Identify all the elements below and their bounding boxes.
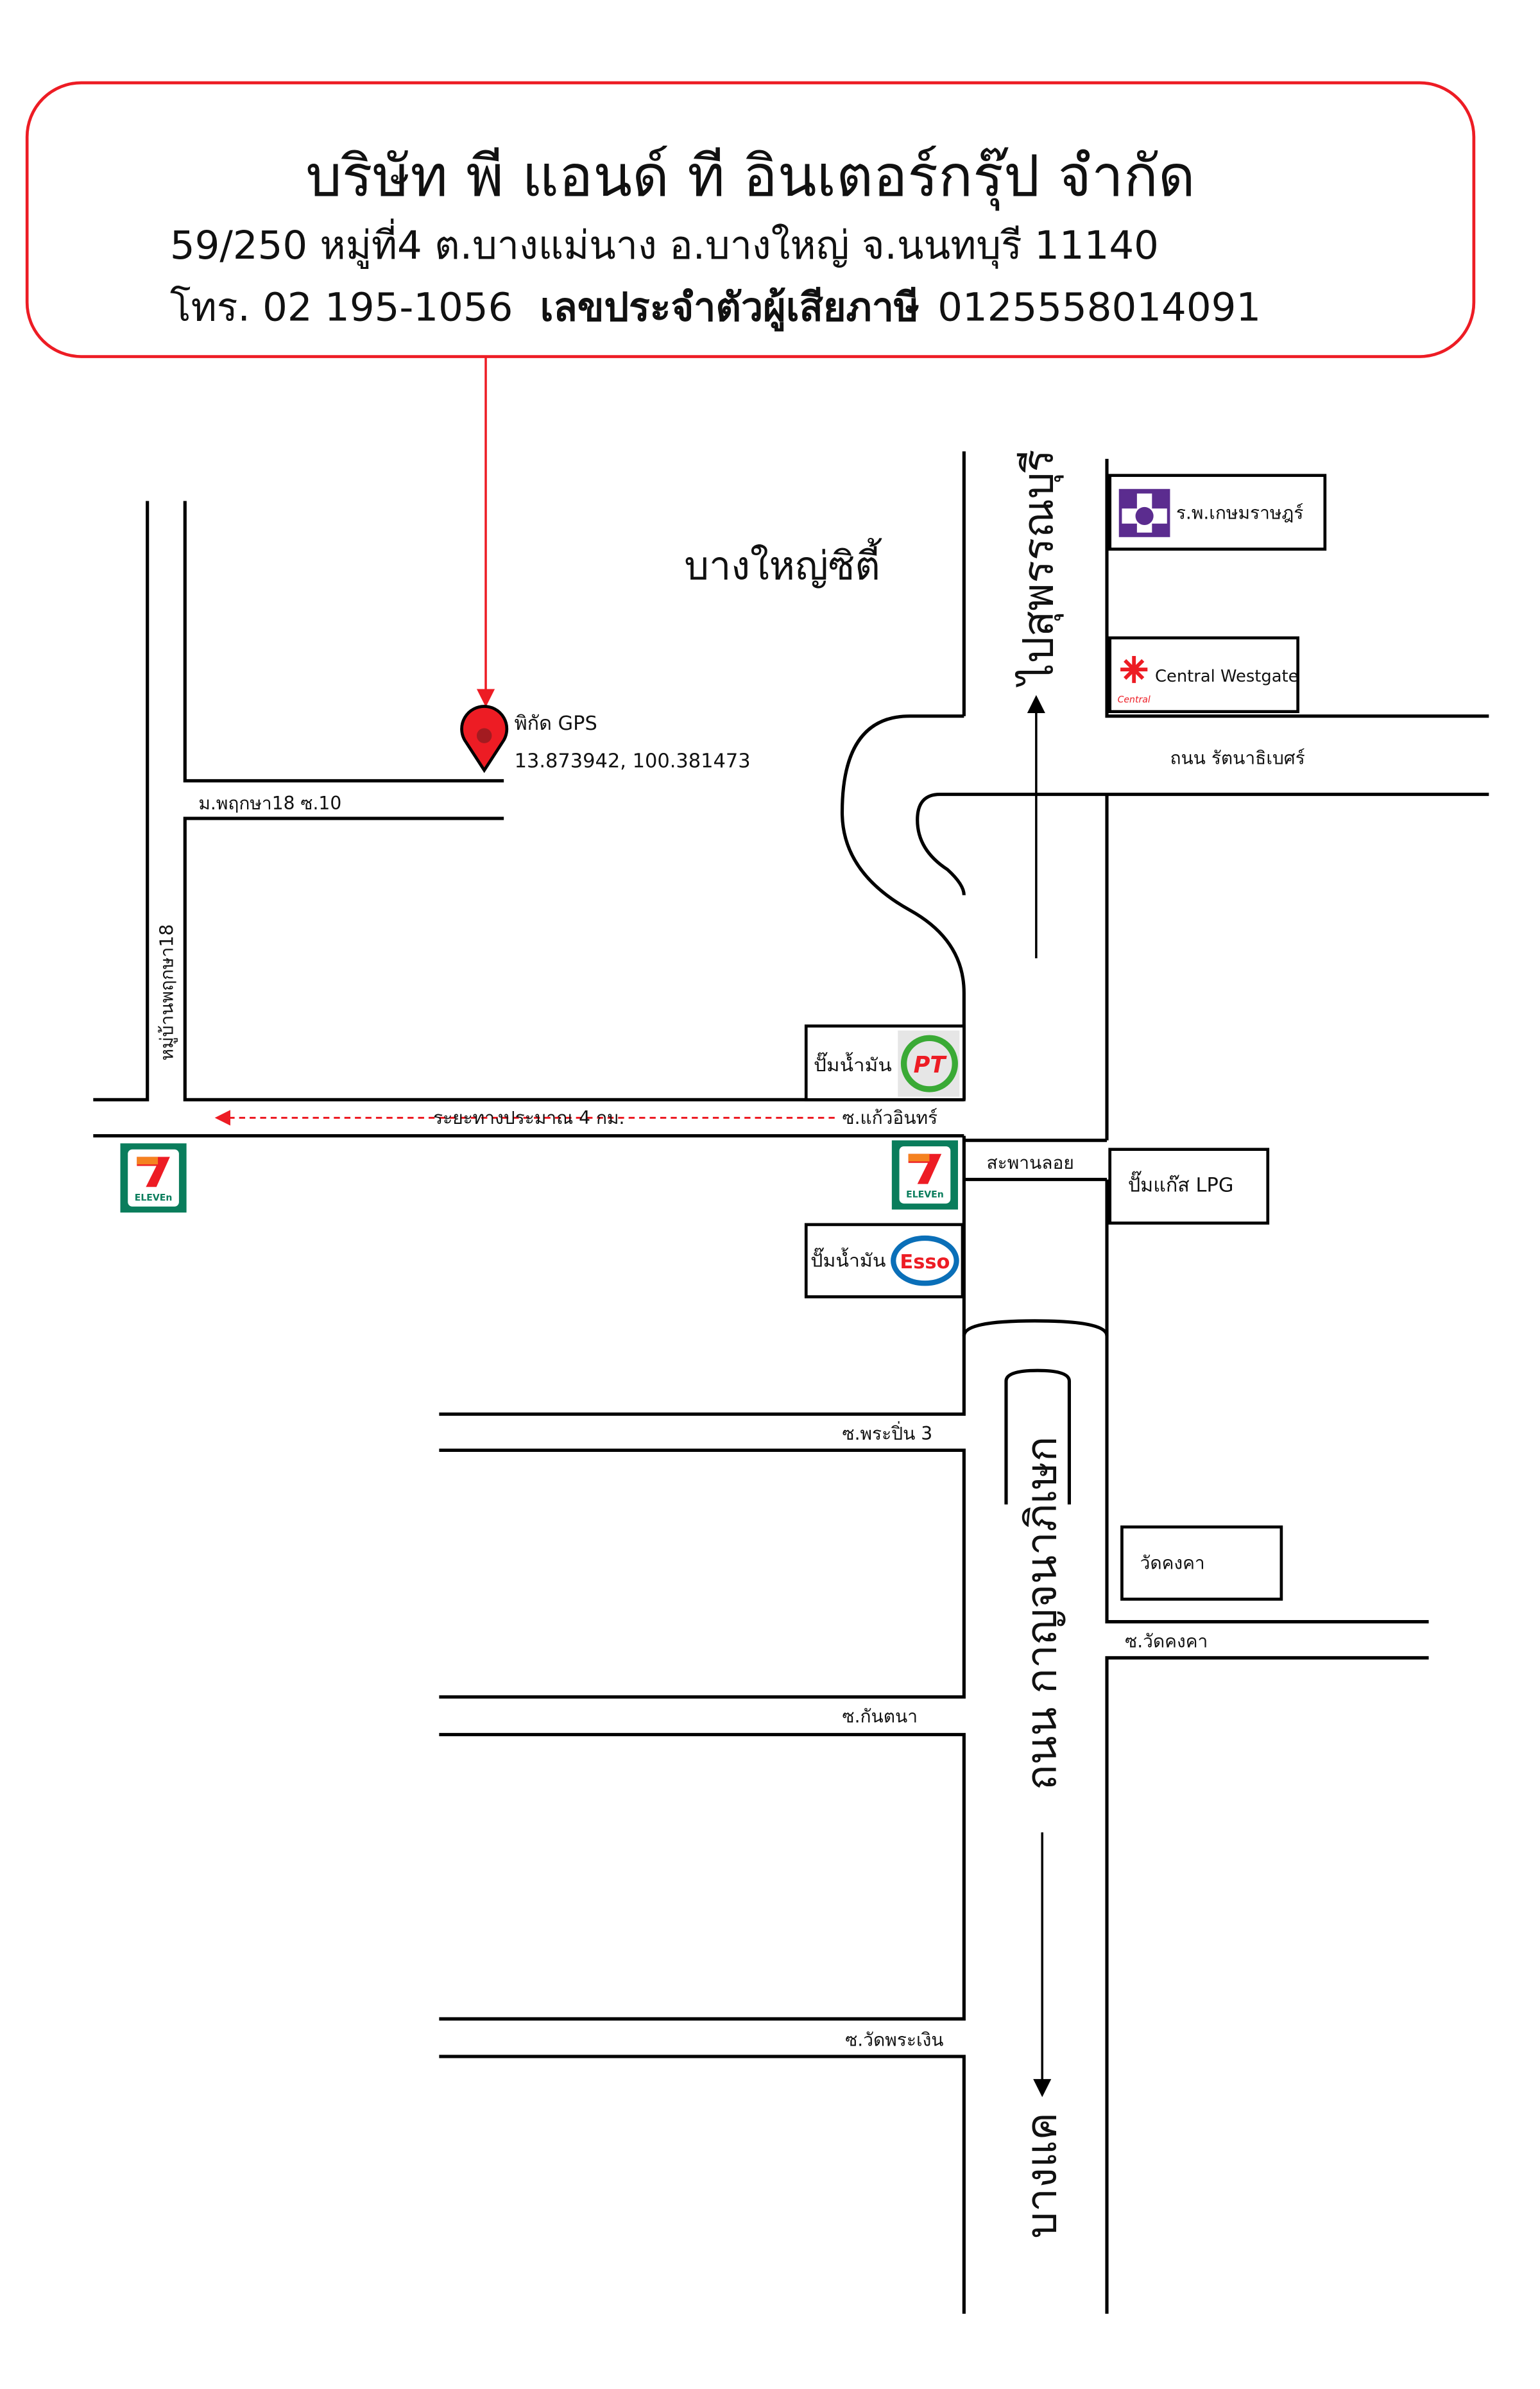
esso-logo-icon: Esso [891,1235,959,1286]
soi-wat-phra-ngoen-label: ซ.วัดพระเงิน [845,2030,943,2051]
seven-eleven-icon[interactable]: ELEVEn [120,1143,187,1213]
tax-id: 0125558014091 [937,284,1261,330]
footbridge-label: สะพานลอย [987,1152,1074,1173]
central-name: Central Westgate [1155,667,1298,686]
hospital-landmark[interactable]: ร.พ.เกษมราษฎร์ [1108,474,1327,551]
company-contact-line: โทร. 02 195-1056 เลขประจำตัวผู้เสียภาษี 01… [170,284,1261,331]
svg-text:PT: PT [914,1052,948,1078]
esso-station-label: ปั๊มน้ำมัน [810,1248,886,1272]
gps-coords: 13.873942, 100.381473 [515,750,751,772]
distance-label: ระยะทางประมาณ 4 กม. [433,1107,624,1128]
wat-khongkha-landmark[interactable]: วัดคงคา [1120,1525,1283,1601]
hospital-name: ร.พ.เกษมราษฎร์ [1176,503,1304,524]
svg-text:ELEVEn: ELEVEn [906,1190,944,1200]
company-address: 59/250 หมู่ที่4 ต.บางแม่นาง อ.บางใหญ่ จ.… [170,218,1159,269]
company-name: บริษัท พี แอนด์ ที อินเตอร์กรุ๊ป จำกัด [305,143,1195,211]
seven-eleven-icon[interactable]: ELEVEn [891,1140,958,1210]
company-phone: โทร. 02 195-1056 [170,284,513,330]
svg-text:Central: Central [1118,695,1151,705]
lpg-station[interactable]: ปั๊มแก๊ส LPG [1108,1148,1270,1225]
kanchanaphisek-road-label: ถนน กาญจนาภิเษก [1017,1436,1066,1791]
company-header: บริษัท พี แอนด์ ที อินเตอร์กรุ๊ป จำกัด 5… [25,81,1476,358]
location-pin-icon[interactable] [460,705,509,773]
to-bangkhae-label: บางแค [1017,2112,1066,2239]
soi-wat-khongkha-label: ซ.วัดคงคา [1125,1630,1208,1652]
soi-phrapin3-label: ซ.พระปิ่น 3 [843,1421,933,1444]
pt-logo-icon: PT [898,1030,960,1097]
header-frame [25,81,1476,358]
svg-text:ELEVEn: ELEVEn [135,1193,173,1203]
roads [93,451,1489,2314]
central-logo-icon: Central [1118,655,1151,705]
bangyai-city-label: บางใหญ่ซิตี้ [684,537,882,589]
soi-kantana-label: ซ.กันตนา [843,1706,918,1727]
rattanathibet-road-label: ถนน รัตนาธิเบศร์ [1170,748,1305,769]
hospital-logo-icon [1118,488,1170,537]
pruksa-village-label: หมู่บ้านพฤกษา18 [157,924,178,1061]
tax-label: เลขประจำตัวผู้เสียภาษี [540,284,920,331]
lpg-station-label: ปั๊มแก๊ส LPG [1128,1170,1234,1196]
pt-station-label: ปั๊มน้ำมัน [814,1052,892,1076]
soi-kaewin-label: ซ.แก้วอินทร์ [843,1107,938,1128]
esso-gas-station[interactable]: ปั๊มน้ำมัน Esso [804,1223,964,1298]
pruksa-soi-label: ม.พฤกษา18 ซ.10 [198,793,341,814]
wat-khongkha-label: วัดคงคา [1140,1553,1205,1574]
pt-gas-station[interactable]: ปั๊มน้ำมัน PT [804,1024,966,1101]
svg-text:Esso: Esso [900,1251,950,1273]
central-westgate-landmark[interactable]: Central Central Westgate [1108,636,1299,713]
gps-label: พิกัด GPS [515,712,597,735]
to-suphanburi-label: ไปสุพรรณบุรี [1014,449,1065,687]
